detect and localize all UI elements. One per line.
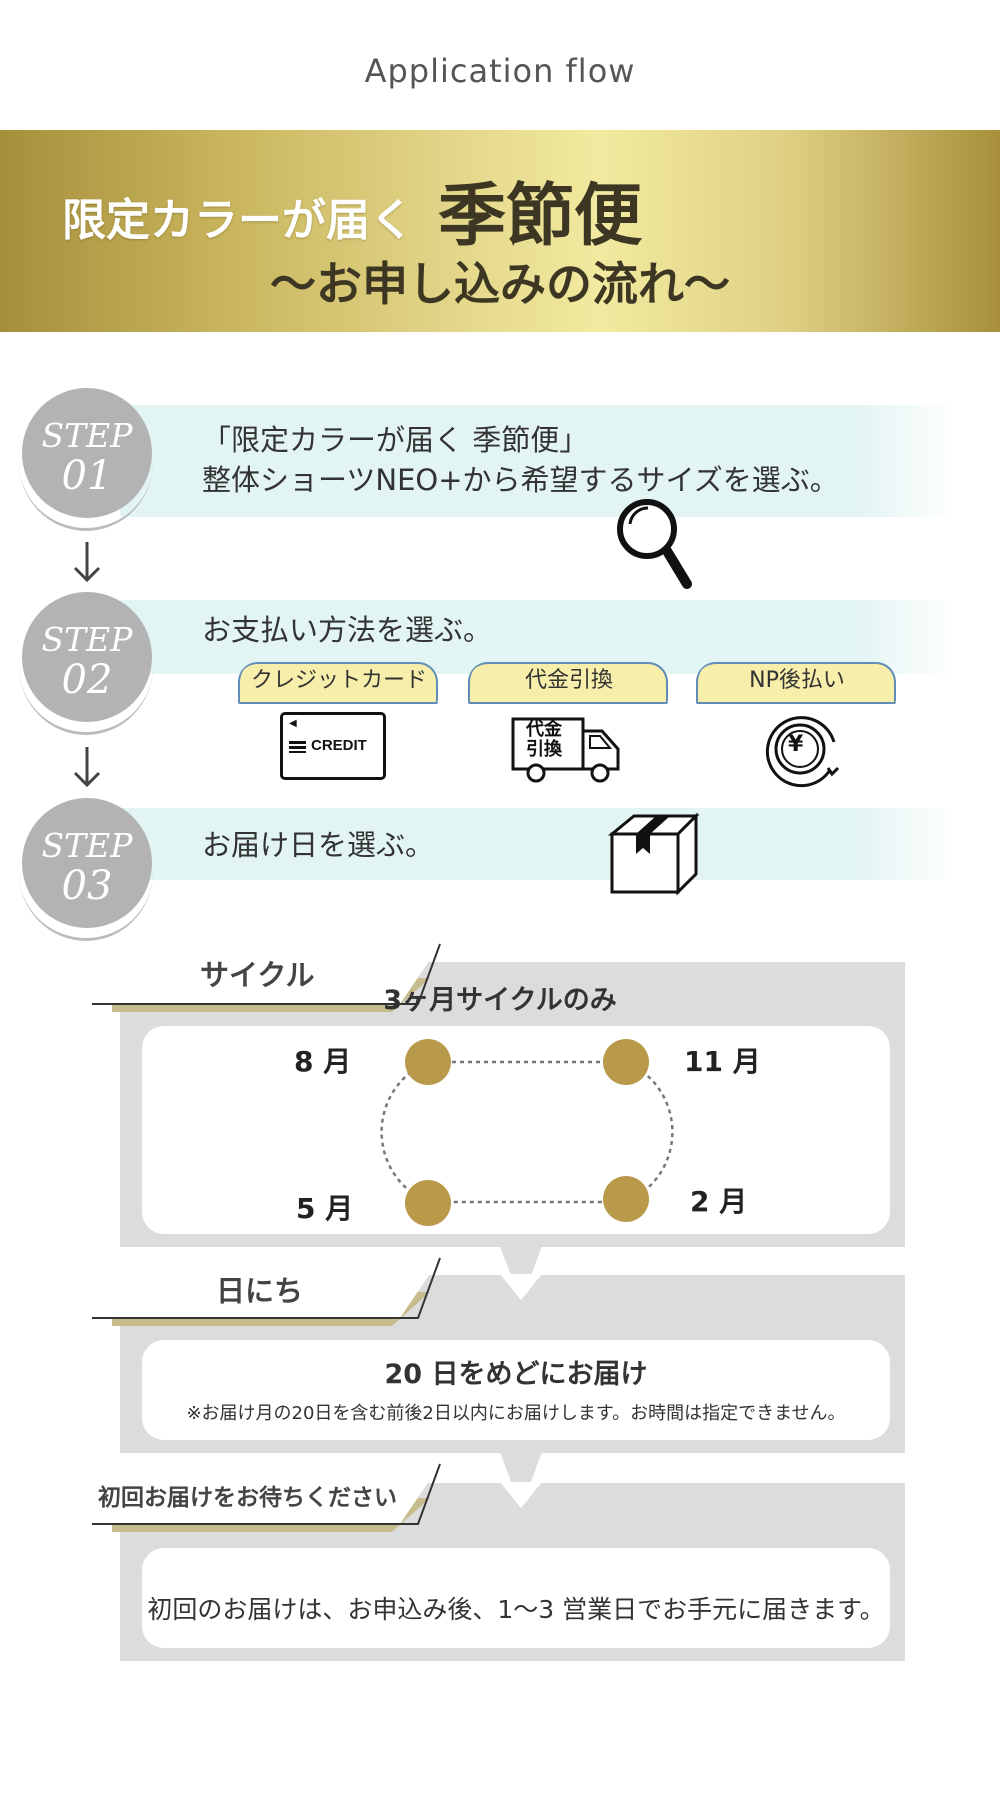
magnifier-icon <box>617 499 692 589</box>
step-2-number: 02 <box>61 657 113 703</box>
date-tab-label: 日にち <box>216 1274 304 1308</box>
yen-coin-icon <box>765 716 840 788</box>
yen-icon-label: ¥ <box>788 732 804 757</box>
month-label-aug: 8 月 <box>294 1045 352 1078</box>
payment-tab-cod: 代金引換 <box>468 662 668 704</box>
package-box-icon <box>608 812 700 896</box>
step-3-band <box>120 808 955 880</box>
month-label-nov: 11 月 <box>684 1045 761 1078</box>
first-delivery-tab-label: 初回お届けをお待ちください <box>98 1485 397 1511</box>
step-1-badge: STEP 01 <box>19 388 153 531</box>
banner-title-main: 限定カラーが届く <box>62 195 414 246</box>
step-1-word: STEP <box>41 416 133 455</box>
payment-tab-credit: クレジットカード <box>238 662 438 704</box>
credit-card-icon: ◀ CREDIT <box>280 712 386 780</box>
delivery-truck-icon <box>511 717 620 783</box>
month-dot-feb <box>603 1176 649 1222</box>
month-label-feb: 2 月 <box>690 1185 748 1218</box>
step-3-text: お届け日を選ぶ。 <box>202 828 435 862</box>
first-delivery-tab <box>92 1462 442 1524</box>
cycle-tab-label: サイクル <box>200 958 315 992</box>
cycle-loop <box>380 1060 674 1204</box>
banner-subtitle: 〜お申し込みの流れ〜 <box>270 257 730 311</box>
step-1-text: 「限定カラーが届く 季節便」 整体ショーツNEO+から希望するサイズを選ぶ。 <box>202 420 839 500</box>
month-dot-may <box>405 1180 451 1226</box>
step-1-band <box>120 405 955 517</box>
cycle-card <box>142 1026 890 1234</box>
date-title: 20 日をめどにお届け <box>384 1359 648 1390</box>
payment-tab-np: NP後払い <box>696 662 896 704</box>
first-delivery-text: 初回のお届けは、お申込み後、1〜3 営業日でお手元に届きます。 <box>147 1595 885 1624</box>
banner-title-big: 季節便 <box>438 176 643 256</box>
step-3-number: 03 <box>61 863 113 909</box>
date-tab <box>92 1256 442 1318</box>
cycle-title: 3ヶ月サイクルのみ <box>383 985 617 1016</box>
step-2-badge: STEP 02 <box>19 592 153 735</box>
step-1-line2: 整体ショーツNEO+から希望するサイズを選ぶ。 <box>202 463 839 497</box>
arrow-down-icon <box>73 747 101 788</box>
section-eyebrow: Application flow <box>364 52 636 90</box>
cycle-tab <box>92 942 442 1004</box>
date-card <box>142 1340 890 1440</box>
credit-icon-label: CREDIT <box>311 737 367 754</box>
arrow-down-icon <box>73 542 101 583</box>
month-label-may: 5 月 <box>296 1192 354 1225</box>
step-1-number: 01 <box>61 453 113 499</box>
month-dot-nov <box>603 1039 649 1085</box>
date-note: ※お届け月の20日を含む前後2日以内にお届けします。お時間は指定できません。 <box>186 1403 846 1424</box>
first-delivery-card <box>142 1548 890 1648</box>
step-3-word: STEP <box>41 826 133 865</box>
step-1-line1: 「限定カラーが届く 季節便」 <box>202 423 589 457</box>
title-banner: 限定カラーが届く季節便 〜お申し込みの流れ〜 <box>0 130 1000 332</box>
banner-title: 限定カラーが届く季節便 <box>62 160 642 259</box>
step-3-badge: STEP 03 <box>19 798 153 941</box>
step-2-text: お支払い方法を選ぶ。 <box>202 613 493 647</box>
cod-icon-label: 代金 引換 <box>526 719 562 760</box>
step-2-word: STEP <box>41 620 133 659</box>
month-dot-aug <box>405 1039 451 1085</box>
step-2-band <box>120 600 955 674</box>
